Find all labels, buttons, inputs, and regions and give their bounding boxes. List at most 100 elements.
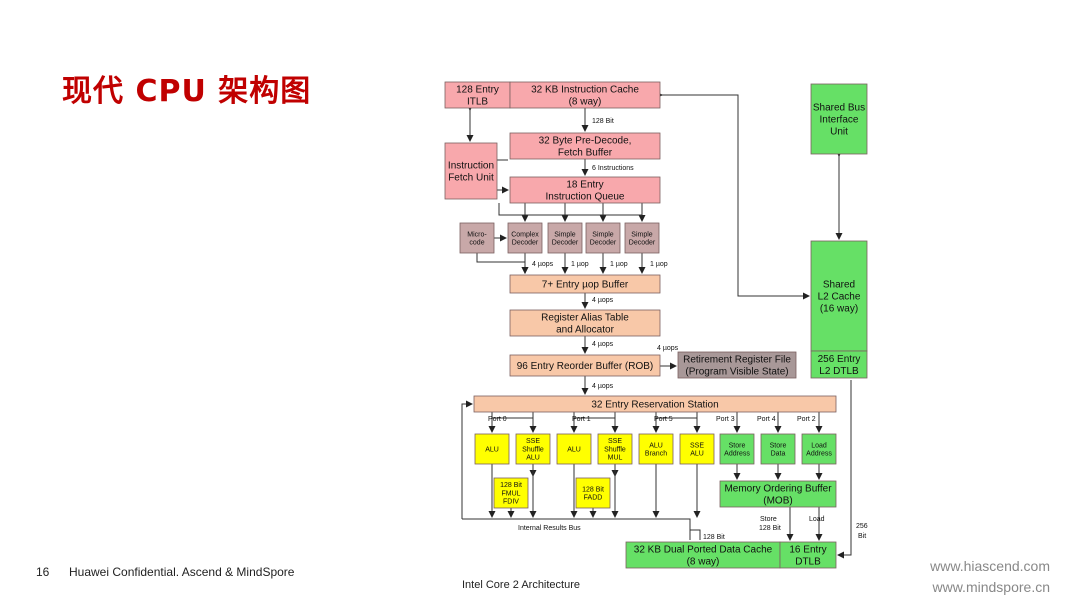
connector-line (476, 253, 529, 274)
annotation-load-label: Load (809, 516, 825, 523)
block-label: 16 Entry (789, 545, 826, 556)
block-label: DTLB (795, 556, 821, 567)
block-label: Register Alias Table (541, 313, 629, 324)
block-label: ITLB (467, 96, 488, 107)
connector-line (837, 380, 852, 559)
block-label: Shared (823, 280, 855, 291)
connector-line (690, 529, 701, 540)
block-label: Shared Bus (813, 103, 865, 114)
block-label: Unit (830, 126, 848, 137)
block-label: (8 way) (687, 556, 720, 567)
block-label: Simple (631, 231, 653, 238)
block-label: 256 Entry (818, 354, 861, 365)
block-label: MUL (608, 455, 623, 462)
block-label: Address (724, 451, 750, 458)
annotation-bus-256b: Bit (858, 533, 866, 540)
block-label: 18 Entry (566, 180, 603, 191)
block-label: ALU (485, 446, 499, 453)
annotation-uops-retire: 4 µops (657, 345, 679, 352)
block-label: (MOB) (763, 495, 792, 506)
block-label: Branch (645, 451, 667, 458)
slide-title: 现代 CPU 架构图 (62, 74, 312, 109)
block-dcache: 32 KB Dual Ported Data Cache(8 way) (625, 541, 781, 569)
annotation-uops-d1: 1 µop (571, 261, 589, 268)
block-label: 128 Bit (500, 482, 522, 489)
block-label: Instruction Queue (546, 191, 625, 202)
block-label: Retirement Register File (683, 355, 791, 366)
annotation-bus-256: 256 (856, 523, 868, 530)
annotation-store-128b: 128 Bit (759, 525, 781, 532)
annotation-uops-d2: 1 µop (610, 261, 628, 268)
footer-confidential: Huawei Confidential. Ascend & MindSpore (69, 565, 295, 579)
block-label: L2 DTLB (819, 366, 859, 377)
block-label: 96 Entry Reorder Buffer (ROB) (517, 361, 654, 372)
block-label: (16 way) (820, 303, 858, 314)
block-label: code (469, 240, 484, 247)
block-label: (8 way) (569, 96, 602, 107)
connector-line (656, 91, 810, 300)
block-label: Store (770, 442, 787, 449)
annotation-six-instructions: 6 Instructions (592, 165, 634, 172)
block-label: Fetch Buffer (558, 147, 613, 158)
block-label: Address (806, 451, 832, 458)
block-label: Decoder (590, 240, 617, 247)
annotation-port-1: Port 1 (572, 416, 591, 423)
block-label: FADD (584, 495, 603, 502)
block-mob: Memory Ordering Buffer(MOB) (719, 480, 837, 508)
block-label: Simple (592, 231, 614, 238)
annotation-uops-microcode: 4 µops (532, 261, 554, 268)
annotation-bus-128bit-bottom: 128 Bit (703, 534, 725, 541)
block-label: 128 Bit (582, 486, 604, 493)
block-label: ALU (526, 455, 540, 462)
hiascend-link[interactable]: www.hiascend.com (930, 558, 1050, 574)
block-label: Instruction (448, 161, 494, 172)
block-rob: 96 Entry Reorder Buffer (ROB) (509, 354, 661, 377)
block-label: Load (811, 442, 827, 449)
mindspore-link[interactable]: www.mindspore.cn (932, 579, 1051, 595)
block-label: FDIV (503, 499, 519, 506)
annotation-port-3: Port 3 (716, 416, 735, 423)
block-alu-0: ALU (474, 433, 510, 465)
annotation-port-0: Port 0 (488, 416, 507, 423)
block-label: 32 Entry Reservation Station (591, 400, 718, 411)
block-label: and Allocator (556, 324, 614, 335)
block-label: L2 Cache (818, 292, 861, 303)
block-alu-1: ALU (556, 433, 592, 465)
block-label: Fetch Unit (448, 172, 494, 183)
annotation-results-bus: Internal Results Bus (518, 525, 581, 532)
block-label: ALU (649, 442, 663, 449)
block-alu-branch: ALU Branch (638, 433, 674, 465)
block-label: Decoder (512, 240, 539, 247)
annotation-port-4: Port 4 (757, 416, 776, 423)
block-label: Complex (511, 231, 539, 238)
block-label: Shuffle (604, 446, 626, 453)
block-label: (Program Visible State) (685, 366, 788, 377)
block-label: 32 Byte Pre-Decode, (539, 136, 632, 147)
block-label: 7+ Entry µop Buffer (542, 280, 629, 291)
annotation-uops-rat-rob: 4 µops (592, 341, 614, 348)
annotation-port-5: Port 5 (654, 416, 673, 423)
connector-line (461, 400, 473, 519)
annotation-uops-d3: 1 µop (650, 261, 668, 268)
block-label: SSE (690, 442, 704, 449)
annotation-store-128: Store (760, 516, 777, 523)
block-microcode: Micro-code (459, 222, 495, 254)
block-predecode: 32 Byte Pre-Decode,Fetch Buffer (509, 132, 661, 160)
block-label: FMUL (501, 490, 520, 497)
annotation-uops-buffer-rat: 4 µops (592, 297, 614, 304)
diagram-caption: Intel Core 2 Architecture (462, 579, 581, 591)
block-label: Data (771, 451, 786, 458)
block-label: ALU (567, 446, 581, 453)
connector-line (498, 203, 642, 216)
